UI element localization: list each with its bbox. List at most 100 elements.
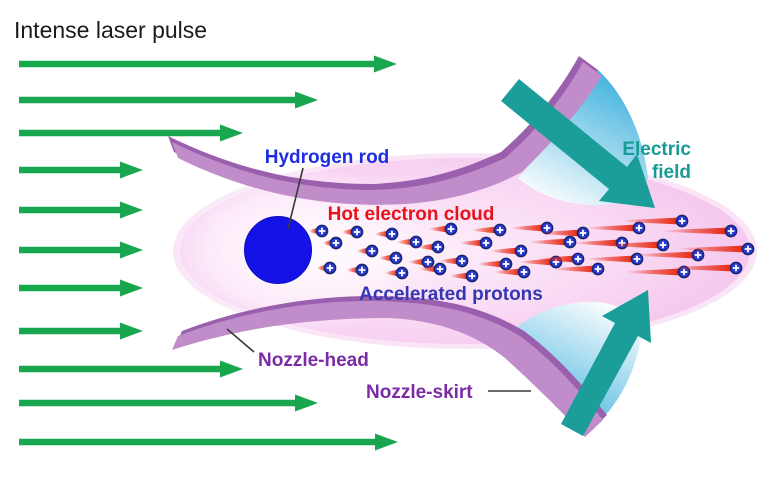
- laser-arrow: [19, 201, 143, 219]
- plus-icon: [594, 265, 602, 273]
- proton: [607, 238, 670, 252]
- proton: [472, 223, 507, 237]
- proton-tail: [554, 265, 594, 273]
- proton-tail: [420, 265, 436, 273]
- laser-arrow: [19, 433, 398, 451]
- proton-tail: [587, 224, 635, 232]
- nozzle-head-pointer-line: [226, 328, 255, 353]
- nozzle-skirt-label: Nozzle-skirt: [366, 382, 473, 403]
- laser-arrow: [19, 161, 143, 179]
- proton: [397, 235, 423, 249]
- plus-icon: [566, 238, 574, 246]
- proton: [385, 266, 409, 280]
- proton: [420, 262, 447, 276]
- proton-tail: [357, 247, 368, 255]
- plus-icon: [424, 258, 432, 266]
- plus-icon: [680, 268, 688, 276]
- plus-icon: [434, 243, 442, 251]
- proton-tail: [520, 258, 552, 266]
- plus-icon: [678, 217, 686, 225]
- plus-icon: [458, 257, 466, 265]
- plus-icon: [732, 264, 740, 272]
- proton-tail: [511, 224, 543, 232]
- accelerated-protons-group: [309, 214, 755, 283]
- proton-tail: [670, 264, 732, 272]
- plus-icon: [659, 241, 667, 249]
- proton-tail: [397, 238, 412, 246]
- plus-icon: [520, 268, 528, 276]
- proton-tail: [626, 268, 680, 276]
- proton: [663, 224, 738, 238]
- proton: [494, 265, 531, 279]
- proton-tail: [663, 227, 727, 235]
- proton-tail: [385, 269, 398, 277]
- electric-field-arrow-down: [501, 79, 655, 208]
- hydrogen-rod-pointer-line: [287, 167, 304, 230]
- proton-tail: [530, 238, 566, 246]
- plus-icon: [318, 227, 326, 235]
- nozzle-head-label: Nozzle-head: [258, 350, 369, 371]
- proton-tail: [460, 239, 482, 247]
- proton-tail: [622, 217, 678, 225]
- plus-icon: [502, 260, 510, 268]
- proton-tail: [494, 268, 520, 276]
- proton: [357, 244, 379, 258]
- laser-arrow: [19, 55, 397, 73]
- nozzle-lower: [172, 296, 607, 437]
- proton-tail: [541, 229, 579, 237]
- proton: [440, 254, 469, 268]
- proton: [460, 236, 493, 250]
- nozzle-upper-face: [172, 62, 602, 205]
- plus-icon: [358, 266, 366, 274]
- plus-icon: [579, 229, 587, 237]
- proton: [342, 225, 364, 239]
- proton-tail: [491, 247, 517, 255]
- proton-tail: [418, 243, 434, 251]
- proton-tail: [429, 225, 447, 233]
- plus-icon: [633, 255, 641, 263]
- electric-field-label-line2: field: [652, 162, 691, 183]
- plus-icon: [436, 265, 444, 273]
- proton: [541, 226, 590, 240]
- proton: [375, 227, 399, 241]
- laser-pulse-arrows-group: [19, 55, 398, 451]
- proton: [554, 262, 605, 276]
- plus-icon: [727, 227, 735, 235]
- proton-tail: [472, 226, 496, 234]
- laser-arrow: [19, 124, 243, 142]
- proton: [678, 242, 755, 256]
- proton: [622, 214, 689, 228]
- plus-icon: [517, 247, 525, 255]
- proton-tail: [375, 230, 388, 238]
- laser-arrow: [19, 279, 143, 297]
- proton-tail: [636, 251, 694, 259]
- laser-arrow: [19, 322, 143, 340]
- plus-icon: [398, 269, 406, 277]
- proton: [538, 252, 585, 266]
- proton-tail: [323, 239, 332, 247]
- plus-icon: [496, 226, 504, 234]
- proton-tail: [409, 258, 424, 266]
- electric-field-label-line1: Electric: [622, 139, 691, 160]
- proton: [429, 222, 458, 236]
- plus-icon: [392, 254, 400, 262]
- proton-tail: [309, 227, 318, 235]
- proton-tail: [478, 260, 502, 268]
- proton: [309, 224, 329, 238]
- proton-tail: [317, 264, 326, 272]
- laser-arrow: [19, 394, 318, 412]
- proton-tail: [607, 241, 659, 249]
- proton: [323, 236, 343, 250]
- proton-tail: [379, 254, 392, 262]
- proton-tail: [587, 255, 633, 263]
- plus-icon: [635, 224, 643, 232]
- plus-icon: [694, 251, 702, 259]
- plus-icon: [388, 230, 396, 238]
- proton: [379, 251, 403, 265]
- proton: [418, 240, 445, 254]
- plus-icon: [543, 224, 551, 232]
- plus-icon: [468, 272, 476, 280]
- proton-tail: [342, 228, 353, 236]
- plus-icon: [447, 225, 455, 233]
